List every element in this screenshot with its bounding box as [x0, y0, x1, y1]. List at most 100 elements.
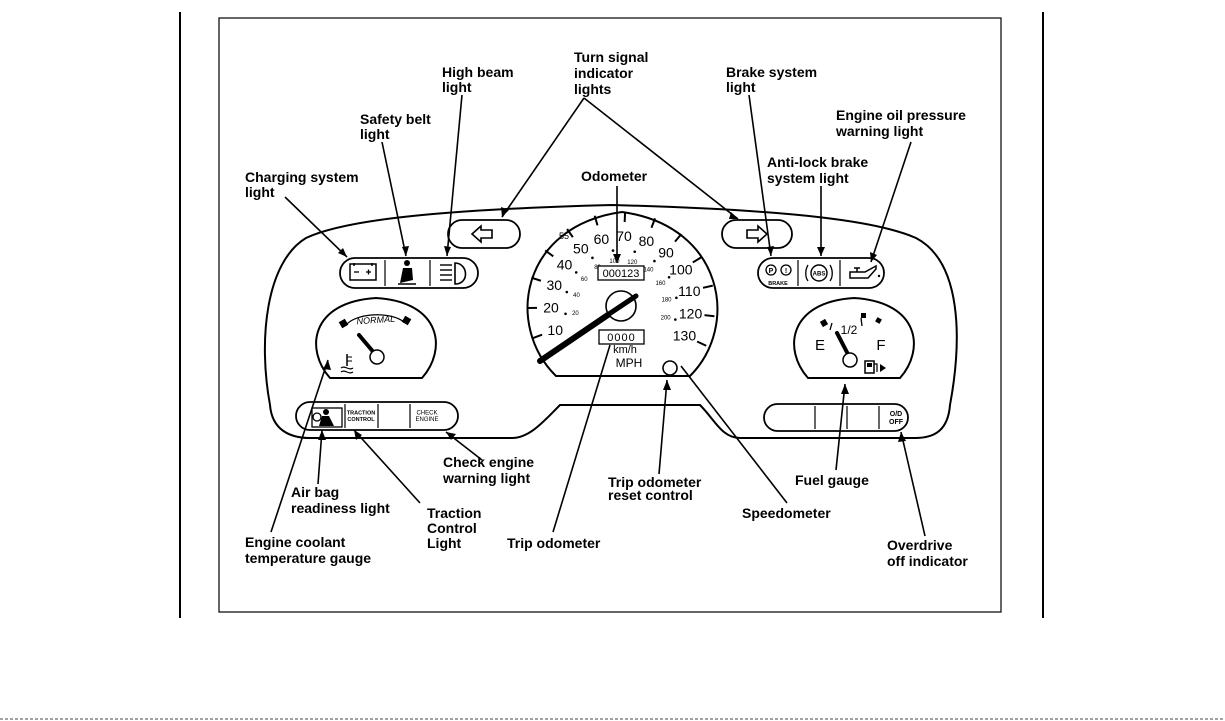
mph-tick-mark: [593, 215, 599, 226]
label-air-bag: Air bag readiness light: [291, 484, 390, 516]
check-line1: CHECK: [416, 411, 437, 417]
kmh-tick-dot: [667, 275, 671, 279]
mph-tick-label: 30: [546, 277, 562, 293]
fuel-pump-icon: [864, 360, 886, 374]
odometer-value: 000123: [603, 268, 640, 280]
abs-icon: ABS: [805, 264, 833, 282]
kmh-tick-dot: [633, 250, 637, 254]
kmh-tick-dot: [591, 256, 594, 260]
label-speedometer: Speedometer: [742, 505, 831, 521]
mph-unit: MPH: [616, 356, 643, 370]
right-arrow-icon: [746, 224, 769, 244]
mph-tick-label: 80: [639, 233, 655, 249]
kmh-tick-label: 200: [661, 316, 672, 322]
label-turn-signal: Turn signal indicator lights: [574, 49, 652, 97]
label-coolant: Engine coolant temperature gauge: [245, 534, 371, 566]
trip-odometer-value: 0000: [607, 332, 635, 344]
seat-belt-icon: [398, 260, 416, 285]
mph-tick-mark: [702, 284, 713, 289]
label-overdrive: Overdrive off indicator: [887, 537, 968, 569]
left-indicator-bar: [339, 257, 479, 289]
label-engine-oil: Engine oil pressure warning light: [835, 107, 970, 139]
normal-text: NORMAL: [356, 314, 395, 327]
leader-lines: [270, 94, 926, 537]
left-arrow-icon: [470, 224, 493, 244]
svg-text:!: !: [785, 268, 787, 275]
brake-text: BRAKE: [768, 281, 788, 287]
label-odometer: Odometer: [581, 168, 648, 184]
kmh-tick-label: 20: [572, 311, 579, 317]
check-line2: ENGINE: [415, 417, 438, 423]
battery-icon: [349, 263, 377, 281]
mph-tick-label: 130: [673, 328, 697, 344]
fuel-empty-label: E: [815, 337, 825, 354]
trip-reset-button[interactable]: [662, 360, 678, 376]
figure-frame: [218, 17, 1002, 613]
mph-tick-label: 110: [678, 283, 701, 299]
brake-p-text: P: [769, 268, 774, 275]
kmh-tick-label: 100: [609, 259, 620, 265]
label-charging: Charging system light: [245, 169, 362, 200]
oil-can-icon: [849, 264, 881, 279]
mph-tick-mark: [544, 249, 554, 258]
bottom-left-warning-bar: TRACTION CONTROL CHECK ENGINE: [295, 401, 459, 431]
label-safety-belt: Safety belt light: [360, 111, 435, 142]
bottom-right-warning-bar: O/D OFF: [763, 403, 909, 432]
label-high-beam: High beam light: [442, 64, 517, 95]
kmh-tick-dot: [653, 259, 656, 263]
kmh-tick-label: 140: [643, 268, 654, 274]
kmh-tick-label: 160: [655, 281, 666, 287]
mph-tick-label: 100: [669, 262, 693, 278]
mph-tick-mark: [531, 276, 542, 282]
mph-tick-mark: [692, 256, 702, 264]
mph-tick-mark: [704, 314, 715, 318]
trip-odometer-display: [598, 329, 645, 345]
mph-tick-label: 70: [616, 228, 632, 244]
left-turn-signal: [447, 219, 521, 249]
kmh-tick-dot: [565, 290, 569, 294]
traction-line2: CONTROL: [347, 417, 375, 423]
temperature-gauge: NORMAL: [315, 296, 437, 379]
label-fuel-gauge: Fuel gauge: [795, 472, 869, 488]
tick-55-label: 55: [559, 231, 569, 241]
abs-text: ABS: [813, 272, 826, 278]
airbag-icon: [311, 407, 343, 428]
mph-tick-mark: [532, 333, 543, 340]
leader-arrowheads: [318, 207, 906, 442]
kmh-ticks: 20406080100120140160180200: [564, 249, 678, 322]
label-trip-odometer: Trip odometer: [507, 535, 601, 551]
mph-tick-mark: [566, 228, 574, 238]
mph-tick-mark: [674, 233, 683, 243]
mph-tick-label: 50: [573, 241, 589, 257]
right-indicator-bar: P ! BRAKE ABS: [757, 257, 885, 289]
mph-tick-label: 40: [557, 257, 573, 273]
label-traction: Traction Control Light: [427, 505, 485, 551]
mph-tick-mark: [650, 218, 657, 229]
traction-line1: TRACTION: [347, 411, 375, 417]
label-check-engine: Check engine warning light: [442, 454, 538, 486]
label-trip-reset: Trip odometer reset control: [608, 474, 705, 503]
mph-tick-label: 20: [543, 300, 559, 316]
kmh-tick-label: 60: [581, 277, 588, 283]
thermometer-icon: [340, 354, 354, 374]
label-anti-lock: Anti-lock brake system light: [767, 154, 872, 186]
kmh-tick-dot: [574, 271, 578, 274]
kmh-tick-label: 40: [573, 293, 580, 299]
odometer-display: [597, 265, 645, 281]
brake-icon: P ! BRAKE: [765, 264, 792, 287]
kmh-tick-dot: [611, 249, 615, 252]
mph-tick-label: 90: [658, 244, 674, 260]
fuel-half-label: 1/2: [841, 323, 858, 337]
od-line1: O/D: [890, 411, 902, 418]
mph-tick-mark: [696, 340, 707, 347]
kmh-tick-label: 180: [661, 298, 672, 304]
kmh-tick-dot: [675, 296, 678, 300]
mph-tick-label: 120: [679, 306, 703, 322]
mph-tick-label: 60: [594, 231, 610, 247]
od-line2: OFF: [889, 419, 904, 426]
label-brake-system: Brake system light: [726, 64, 821, 95]
kmh-tick-dot: [674, 318, 677, 321]
